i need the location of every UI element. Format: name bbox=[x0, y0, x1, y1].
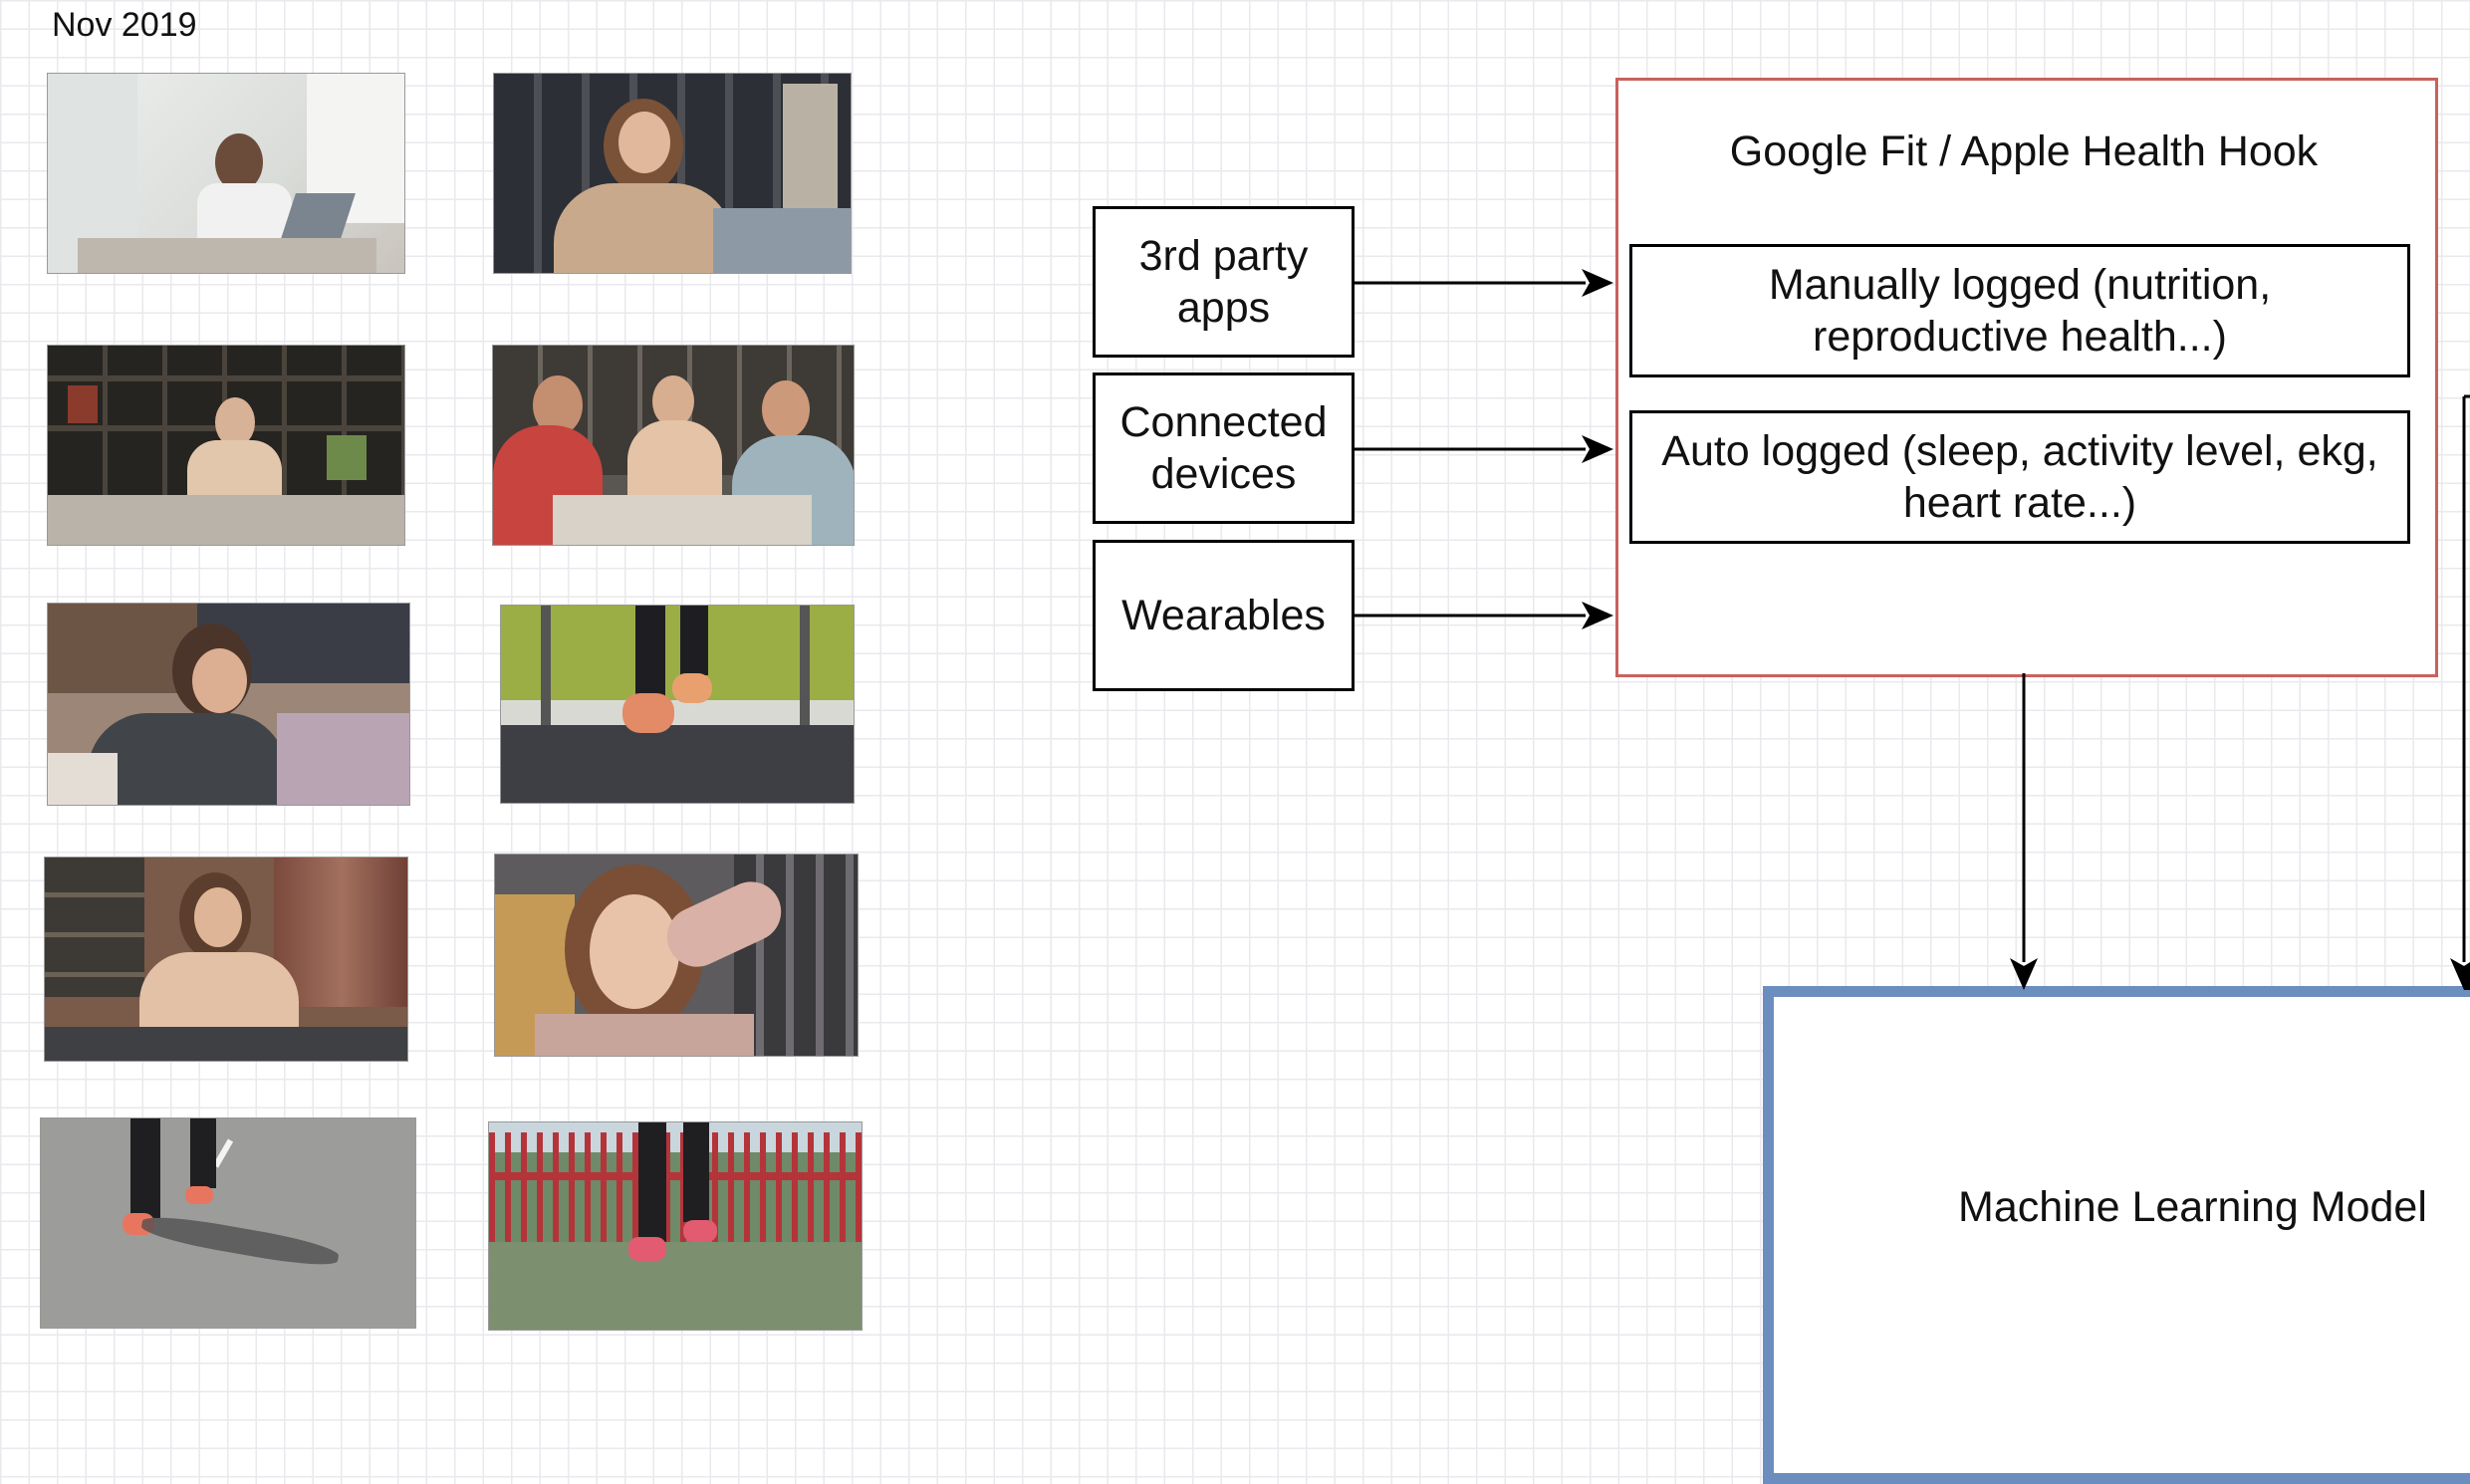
manually-logged-label: Manually logged (nutrition, reproductive… bbox=[1768, 260, 2272, 361]
arrowhead-side-to-model bbox=[2450, 958, 2470, 990]
manually-logged-box[interactable]: Manually logged (nutrition, reproductive… bbox=[1629, 244, 2410, 377]
date-label: Nov 2019 bbox=[52, 6, 197, 44]
photo-woman-phone-bed[interactable] bbox=[47, 603, 410, 806]
source-wearables-label: Wearables bbox=[1121, 591, 1326, 639]
health-hook-container[interactable] bbox=[1615, 78, 2438, 677]
source-connected-devices[interactable]: Connected devices bbox=[1093, 372, 1355, 524]
auto-logged-box[interactable]: Auto logged (sleep, activity level, ekg,… bbox=[1629, 410, 2410, 544]
photo-running-road[interactable] bbox=[40, 1117, 416, 1329]
photo-woman-tired-desk[interactable] bbox=[44, 857, 408, 1062]
ml-model-title: Machine Learning Model bbox=[1958, 1183, 2427, 1231]
arrowhead-wearables bbox=[1582, 602, 1613, 629]
photo-woman-laptop-kitchen[interactable] bbox=[47, 73, 405, 274]
arrowhead-apps bbox=[1582, 269, 1613, 297]
photo-woman-bookshelf-desk[interactable] bbox=[47, 345, 405, 546]
connector-arrows bbox=[1355, 269, 2470, 990]
health-hook-title: Google Fit / Apple Health Hook bbox=[1729, 127, 2319, 175]
source-3rd-party-apps-label: 3rd party apps bbox=[1138, 231, 1309, 332]
source-3rd-party-apps[interactable]: 3rd party apps bbox=[1093, 206, 1355, 358]
photo-running-bridge[interactable] bbox=[488, 1121, 863, 1331]
source-connected-devices-label: Connected devices bbox=[1119, 397, 1328, 498]
photo-meeting-three-people[interactable] bbox=[492, 345, 855, 546]
source-wearables[interactable]: Wearables bbox=[1093, 540, 1355, 691]
photo-treadmill-feet[interactable] bbox=[500, 605, 855, 804]
arrowhead-devices bbox=[1582, 435, 1613, 463]
auto-logged-label: Auto logged (sleep, activity level, ekg,… bbox=[1661, 426, 2378, 527]
photo-woman-headache[interactable] bbox=[494, 854, 859, 1057]
arrowhead-hook-to-model bbox=[2010, 958, 2038, 990]
photo-woman-smiling-desk[interactable] bbox=[493, 73, 852, 274]
